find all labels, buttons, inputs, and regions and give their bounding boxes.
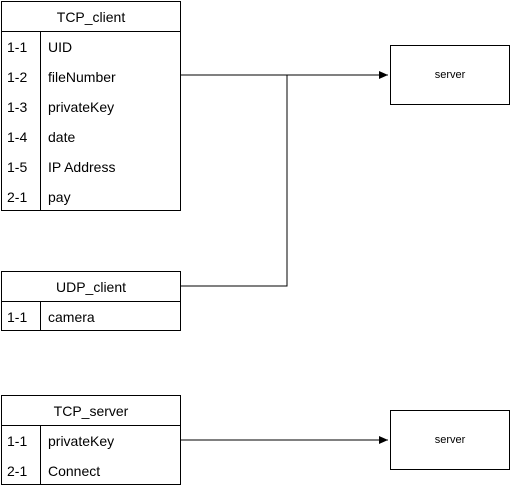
row-value: UID xyxy=(48,39,73,55)
table-row[interactable]: 1-1 camera xyxy=(2,302,180,332)
row-value: date xyxy=(48,129,76,145)
tcp-client-title: TCP_client xyxy=(2,2,180,32)
row-value: IP Address xyxy=(48,159,116,175)
key-column-divider xyxy=(40,32,41,210)
table-row[interactable]: 2-1 pay xyxy=(2,182,180,212)
table-row[interactable]: 2-1 Connect xyxy=(2,456,180,486)
tcp-server-table[interactable]: TCP_server 1-1 privateKey 2-1 Connect xyxy=(1,395,181,485)
server-node-bottom[interactable]: server xyxy=(390,410,510,470)
row-key: 1-1 xyxy=(7,39,28,55)
udp-client-table[interactable]: UDP_client 1-1 camera xyxy=(1,271,181,331)
tcp-server-title: TCP_server xyxy=(2,396,180,426)
row-value: camera xyxy=(48,309,95,325)
key-column-divider xyxy=(40,426,41,484)
table-row[interactable]: 1-5 IP Address xyxy=(2,152,180,182)
row-key: 1-1 xyxy=(7,309,28,325)
row-key: 1-3 xyxy=(7,99,28,115)
table-row[interactable]: 1-2 fileNumber xyxy=(2,62,180,92)
tcp-client-table[interactable]: TCP_client 1-1 UID 1-2 fileNumber 1-3 pr… xyxy=(1,1,181,211)
row-key: 1-1 xyxy=(7,433,28,449)
row-key: 2-1 xyxy=(7,189,28,205)
server-node-top[interactable]: server xyxy=(390,45,510,105)
row-value: privateKey xyxy=(48,99,115,115)
table-row[interactable]: 1-1 UID xyxy=(2,32,180,62)
row-key: 1-4 xyxy=(7,129,28,145)
server-label: server xyxy=(434,69,466,81)
edge-udp-client-to-server xyxy=(181,75,288,287)
row-value: fileNumber xyxy=(48,69,116,85)
row-value: Connect xyxy=(48,463,101,479)
row-key: 2-1 xyxy=(7,463,28,479)
table-row[interactable]: 1-1 privateKey xyxy=(2,426,180,456)
key-column-divider xyxy=(40,302,41,330)
row-value: pay xyxy=(48,189,71,205)
row-value: privateKey xyxy=(48,433,115,449)
server-label: server xyxy=(434,434,466,446)
row-key: 1-5 xyxy=(7,159,28,175)
udp-client-title: UDP_client xyxy=(2,272,180,302)
row-key: 1-2 xyxy=(7,69,28,85)
table-row[interactable]: 1-4 date xyxy=(2,122,180,152)
table-row[interactable]: 1-3 privateKey xyxy=(2,92,180,122)
